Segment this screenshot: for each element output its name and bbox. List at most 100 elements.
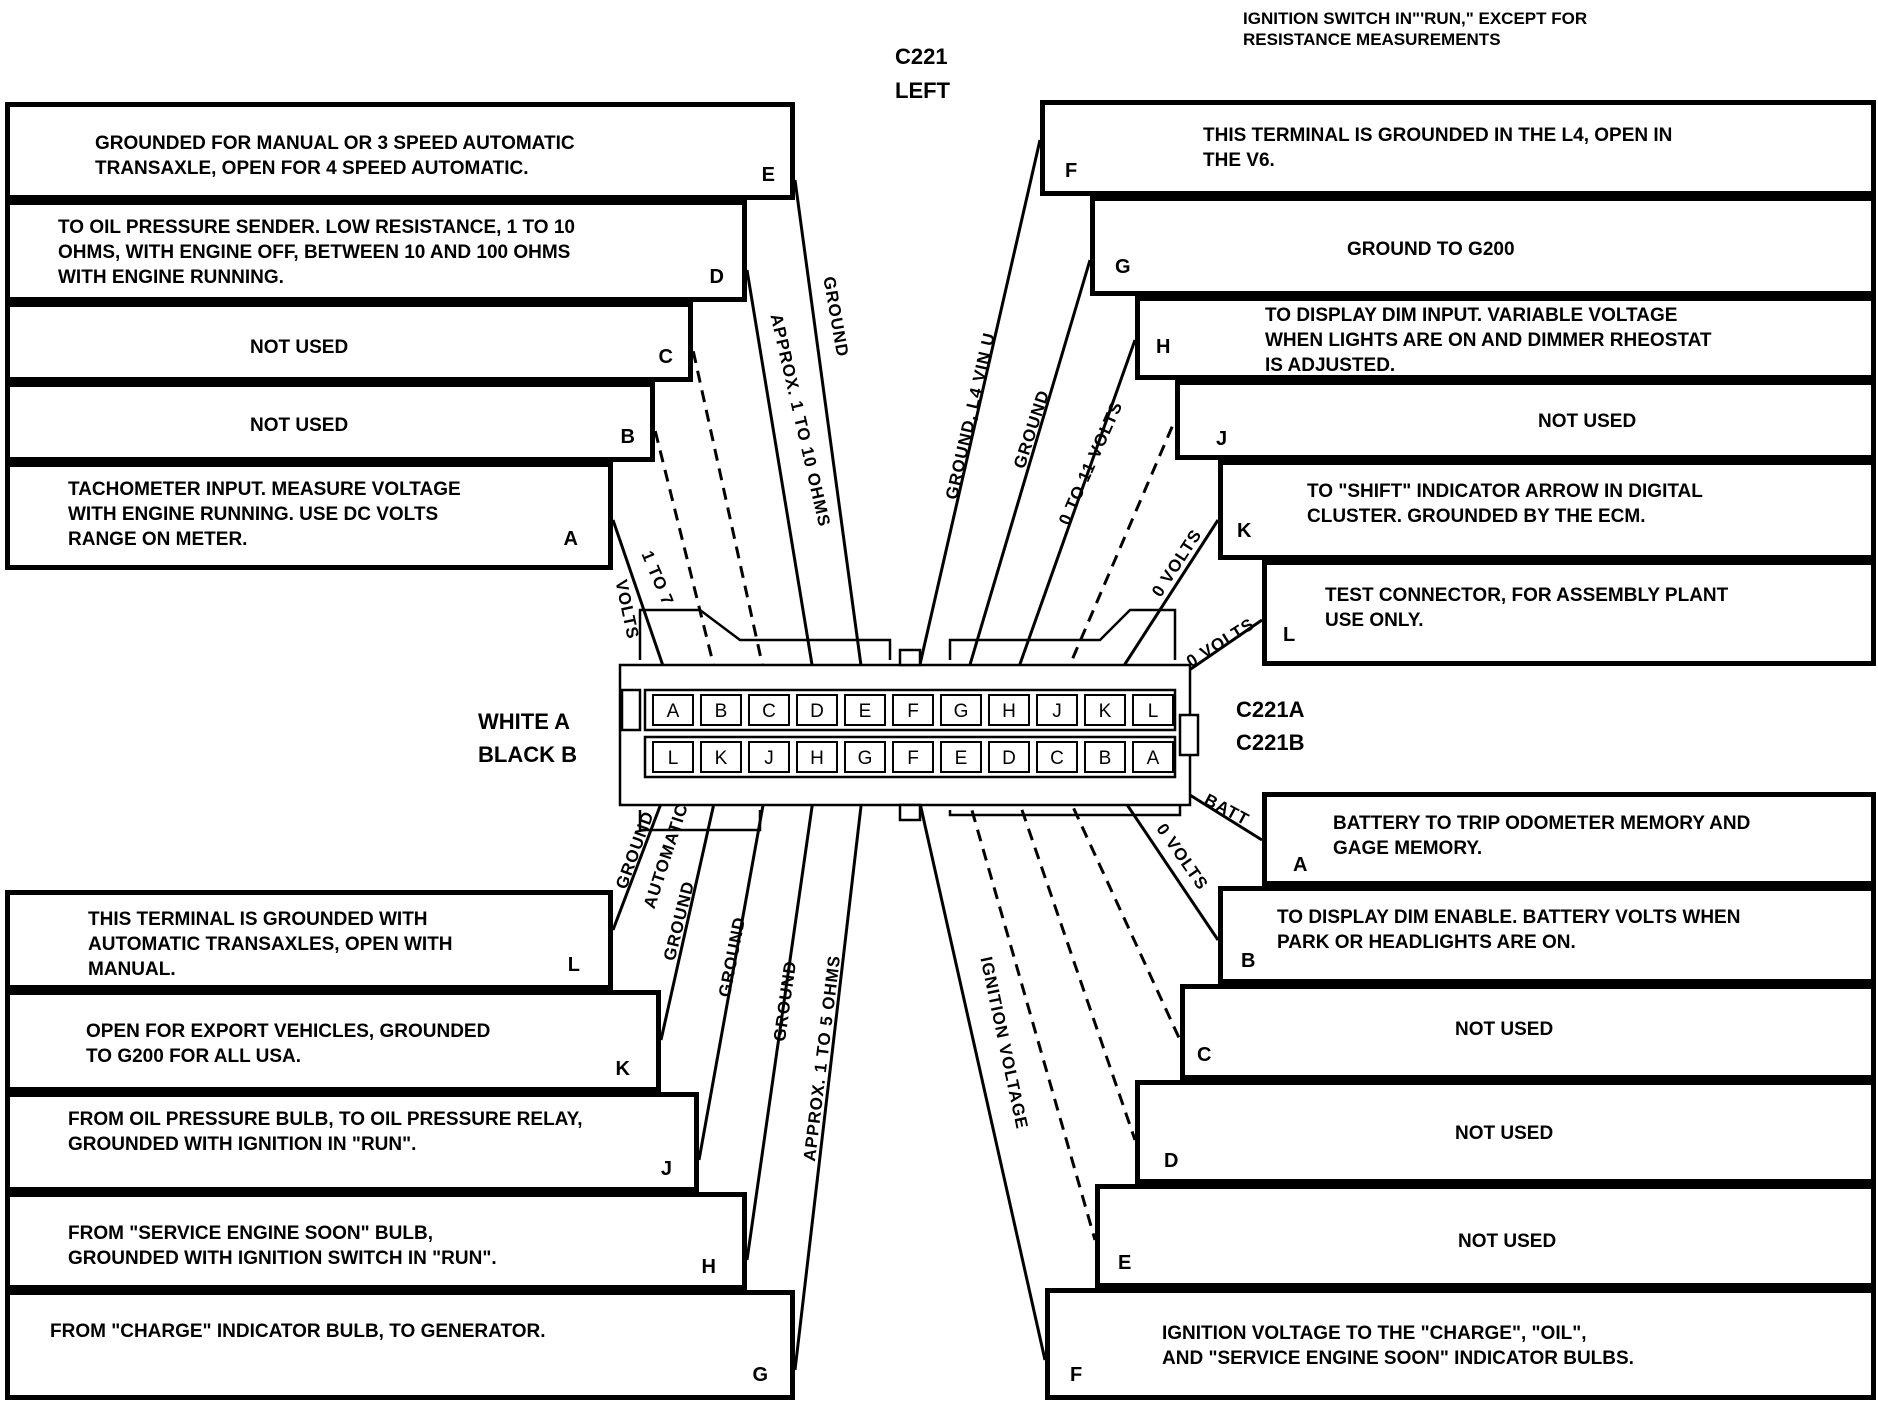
terminal-description: NOT USED <box>1458 1231 1557 1252</box>
row-a-pin-label: L <box>1148 701 1159 722</box>
wire-a-c <box>691 349 771 696</box>
terminal-box-a-c: NOT USED C <box>5 302 693 382</box>
row-a-pin-label: H <box>1002 701 1016 722</box>
row-b-pin-label: A <box>1147 748 1160 769</box>
terminal-box-a-j: NOT USED J <box>1175 380 1876 460</box>
terminal-description: BATTERY TO TRIP ODOMETER MEMORY AND GAGE… <box>1333 813 1751 859</box>
terminal-box-a-d: TO OIL PRESSURE SENDER. LOW RESISTANCE, … <box>5 200 747 302</box>
row-b-pin-f <box>892 741 934 773</box>
row-b-pin-label: H <box>810 748 824 769</box>
wire-b-g <box>793 771 867 1371</box>
wire-b-d <box>1007 771 1137 1141</box>
terminal-box-b-j: FROM OIL PRESSURE BULB, TO OIL PRESSURE … <box>5 1092 699 1192</box>
terminal-letter: H <box>701 1256 716 1278</box>
row-a-pin-label: B <box>715 701 728 722</box>
row-b-pin-k <box>700 741 742 773</box>
terminal-description: OPEN FOR EXPORT VEHICLES, GROUNDED TO G2… <box>86 1021 491 1067</box>
terminal-letter: A <box>1293 854 1308 876</box>
measurement-note: IGNITION SWITCH IN"'RUN," EXCEPT FOR RES… <box>1243 8 1587 50</box>
row-a-pin-d <box>796 694 838 726</box>
terminal-letter: L <box>1283 624 1296 646</box>
terminal-description: IGNITION VOLTAGE TO THE "CHARGE", "OIL",… <box>1162 1323 1634 1369</box>
terminal-box-b-c: NOT USED C <box>1180 984 1876 1080</box>
row-b-pin-c <box>1036 741 1078 773</box>
row-a-pin-label: J <box>1052 701 1062 722</box>
c221b-label: C221B <box>1236 730 1305 755</box>
terminal-letter: E <box>761 164 775 186</box>
terminal-description: TEST CONNECTOR, FOR ASSEMBLY PLANT USE O… <box>1325 585 1729 631</box>
wire-b-j <box>697 771 771 1161</box>
row-b-pin-j <box>748 741 790 773</box>
measurement-note-line-1: IGNITION SWITCH IN"'RUN," EXCEPT FOR <box>1243 9 1588 28</box>
terminal-box-b-f: IGNITION VOLTAGE TO THE "CHARGE", "OIL",… <box>1045 1288 1876 1400</box>
terminal-description: GROUNDED FOR MANUAL OR 3 SPEED AUTOMATIC… <box>95 133 575 179</box>
row-b-pin-d <box>988 741 1030 773</box>
connector-side: LEFT <box>895 78 950 103</box>
terminal-description: NOT USED <box>1455 1019 1554 1040</box>
terminal-letter: E <box>1118 1252 1132 1274</box>
row-a-pin-e <box>844 694 886 726</box>
connector-latch-right <box>948 608 1177 660</box>
row-b-pin-label: J <box>764 748 774 769</box>
row-a-pin-l <box>1132 694 1174 726</box>
terminal-box-a-f: THIS TERMINAL IS GROUNDED IN THE L4, OPE… <box>1040 100 1876 196</box>
row-b-pin-label: B <box>1099 748 1112 769</box>
black-b-label: BLACK B <box>478 742 577 767</box>
connector-flange-left <box>638 810 762 832</box>
terminal-box-b-k: OPEN FOR EXPORT VEHICLES, GROUNDED TO G2… <box>5 990 661 1092</box>
terminal-description: NOT USED <box>1538 411 1637 432</box>
white-a-label: WHITE A <box>478 709 571 734</box>
terminal-box-a-a: TACHOMETER INPUT. MEASURE VOLTAGE WITH E… <box>5 462 613 570</box>
terminal-description: NOT USED <box>250 415 349 436</box>
connector-latch-left <box>638 608 892 660</box>
connector-color-labels: WHITE A BLACK B <box>478 705 577 771</box>
row-a-pin-k <box>1084 694 1126 726</box>
terminal-description: NOT USED <box>250 337 349 358</box>
terminal-box-b-h: FROM "SERVICE ENGINE SOON" BULB, GROUNDE… <box>5 1192 747 1290</box>
row-a-pin-label: D <box>810 701 824 722</box>
terminal-letter: L <box>567 954 580 976</box>
terminal-description: TO DISPLAY DIM ENABLE. BATTERY VOLTS WHE… <box>1277 907 1741 953</box>
terminal-box-a-k: TO "SHIFT" INDICATOR ARROW IN DIGITAL CL… <box>1218 460 1876 560</box>
row-a-pin-label: C <box>762 701 776 722</box>
terminal-description: TO DISPLAY DIM INPUT. VARIABLE VOLTAGE W… <box>1265 305 1712 376</box>
row-b-pin-g <box>844 741 886 773</box>
row-a-pin-label: K <box>1099 701 1112 722</box>
terminal-box-a-l: TEST CONNECTOR, FOR ASSEMBLY PLANT USE O… <box>1262 560 1876 666</box>
wire-a-d <box>745 269 819 696</box>
wire-b-k <box>659 771 723 1041</box>
c221a-label: C221A <box>1236 697 1305 722</box>
wire-b-c <box>1055 771 1182 1041</box>
wire-a-g <box>959 259 1092 696</box>
row-a-pin-a <box>652 694 694 726</box>
terminal-box-b-d: NOT USED D <box>1135 1080 1876 1184</box>
row-a-pin-g <box>940 694 982 726</box>
row-b-pin-label: D <box>1002 748 1016 769</box>
row-b-pin-e <box>940 741 982 773</box>
terminal-letter: G <box>1115 256 1131 278</box>
wire-b-h <box>745 771 819 1261</box>
row-b-pin-h <box>796 741 838 773</box>
row-b-pin-label: L <box>668 748 679 769</box>
row-b-pin-label: G <box>858 748 873 769</box>
wire-a-b <box>653 429 723 696</box>
wire-b-e <box>959 771 1097 1241</box>
terminal-letter: J <box>1216 428 1228 450</box>
terminal-box-a-h: TO DISPLAY DIM INPUT. VARIABLE VOLTAGE W… <box>1135 296 1876 380</box>
terminal-box-b-a: BATTERY TO TRIP ODOMETER MEMORY AND GAGE… <box>1262 792 1876 886</box>
row-a-pin-label: A <box>667 701 680 722</box>
terminal-description: TACHOMETER INPUT. MEASURE VOLTAGE WITH E… <box>68 479 461 550</box>
terminal-box-a-e: GROUNDED FOR MANUAL OR 3 SPEED AUTOMATIC… <box>5 102 795 200</box>
wire-b-f <box>911 771 1047 1361</box>
connector-tab-right <box>1178 713 1200 757</box>
connector-id: C221 <box>895 44 948 69</box>
row-b-pin-b <box>1084 741 1126 773</box>
terminal-letter: K <box>615 1058 630 1080</box>
row-a-pin-label: F <box>907 701 919 722</box>
terminal-description: FROM "SERVICE ENGINE SOON" BULB, GROUNDE… <box>68 1223 497 1269</box>
terminal-box-b-e: NOT USED E <box>1095 1184 1876 1288</box>
wire-a-j <box>1055 419 1177 696</box>
terminal-box-b-b: TO DISPLAY DIM ENABLE. BATTERY VOLTS WHE… <box>1218 886 1876 984</box>
row-a-pin-label: G <box>954 701 969 722</box>
